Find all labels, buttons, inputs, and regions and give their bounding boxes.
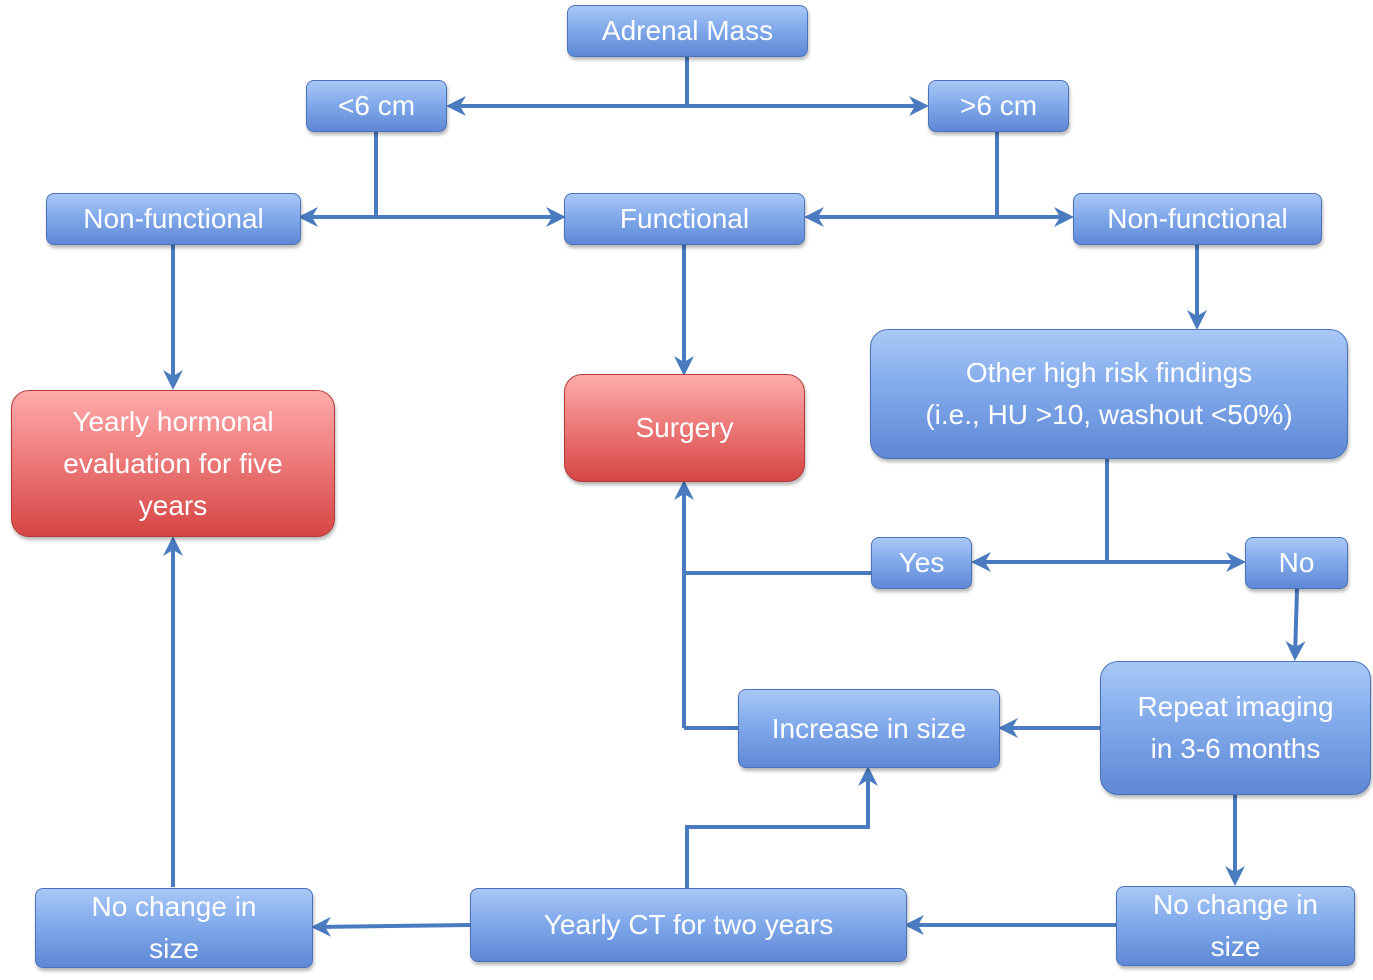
arrow-yearlyct-to-nochange [311,916,471,937]
node-surgery: Surgery [564,374,805,482]
node-functional: Functional [564,193,805,245]
node-no-change-in-size-left: No change in size [35,888,313,968]
node-yearly-hormonal-evaluation: Yearly hormonal evaluation for five year… [11,390,335,537]
node-no-label: No [1278,547,1315,578]
node-no-change-in-size-right: No change in size [1116,886,1355,966]
node-nonfunctional-right-label: Non-functional [1107,203,1288,234]
node-increase-in-size: Increase in size [738,689,1000,768]
node-yearly-ct-label: Yearly CT for two years [543,909,834,940]
node-gt6cm: >6 cm [928,80,1069,132]
node-lt6cm-label: <6 cm [337,90,416,121]
node-other-high-risk-findings: Other high risk findings (i.e., HU >10, … [870,329,1348,459]
node-repeat-imaging: Repeat imaging in 3-6 months [1100,661,1371,795]
node-lt6cm: <6 cm [306,80,447,132]
node-adrenal-mass: Adrenal Mass [567,5,808,57]
node-repeat-imaging-label: Repeat imaging in 3-6 months [1137,691,1334,764]
node-nonfunctional-left-label: Non-functional [83,203,264,234]
node-no-change-in-size-right-label: No change in size [1152,889,1318,962]
node-yearly-hormonal-evaluation-label: Yearly hormonal evaluation for five year… [63,405,283,521]
node-functional-label: Functional [619,203,750,234]
node-yes: Yes [871,537,972,589]
node-surgery-label: Surgery [635,412,734,443]
node-no: No [1245,537,1348,589]
node-no-change-in-size-left-label: No change in size [91,891,257,964]
node-gt6cm-label: >6 cm [959,90,1038,121]
node-nonfunctional-right: Non-functional [1073,193,1322,245]
node-nonfunctional-left: Non-functional [46,193,301,245]
node-other-high-risk-findings-label: Other high risk findings (i.e., HU >10, … [925,357,1293,430]
arrow-no-to-repeat [1285,588,1306,661]
node-increase-in-size-label: Increase in size [771,712,967,744]
node-adrenal-mass-label: Adrenal Mass [601,15,774,46]
node-yes-label: Yes [898,547,945,578]
node-yearly-ct: Yearly CT for two years [470,888,907,962]
arrow-yearlyct-to-increase [685,766,878,888]
